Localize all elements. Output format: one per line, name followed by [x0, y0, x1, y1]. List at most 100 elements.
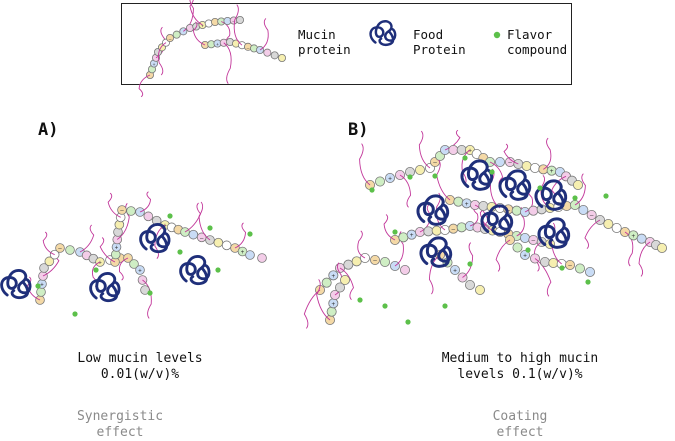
mucin-bead [575, 263, 586, 274]
mucin-bead [611, 222, 622, 233]
mucin-bead [135, 265, 145, 275]
mucin-bead [321, 277, 332, 288]
mucin-bead [334, 282, 345, 293]
mucin-bead [528, 205, 539, 216]
flavor-compound-dot [369, 187, 375, 193]
glycan-strand [339, 267, 354, 300]
glycan-strand [107, 192, 121, 218]
glycan-strand [316, 279, 331, 321]
charge-sign: – [247, 46, 250, 51]
flavor-compound-dot [585, 279, 591, 285]
glycan-strand [436, 159, 451, 201]
food-protein-icon [480, 204, 514, 236]
mucin-bead [257, 253, 267, 263]
glycan-strand [192, 21, 206, 46]
flavor-dot-icon [493, 31, 501, 39]
flavor-compound-dot [442, 303, 448, 309]
panel-a-caption: Low mucin levels 0.01(w/v)% [20, 351, 260, 383]
food-protein-icon [89, 272, 121, 303]
charge-sign: – [508, 160, 512, 167]
panel-a-caption-line1: Low mucin levels [77, 351, 203, 366]
flavor-compound-dot [537, 185, 543, 191]
mucin-bead [270, 51, 279, 60]
flavor-compound-dot [72, 311, 78, 317]
mucin-bead [398, 232, 409, 243]
glycan-strand [259, 18, 269, 51]
mucin-bead [456, 222, 467, 233]
glycan-strand [418, 130, 431, 169]
mucin-bead [277, 54, 286, 63]
flavor-compound-dot [382, 303, 388, 309]
mucin-chain-icon: +–+–+– [138, 0, 286, 98]
flavor-compound-dot [603, 193, 609, 199]
mucin-bead [431, 225, 442, 236]
glycan-strand [233, 4, 243, 46]
glycan-strand [157, 42, 167, 76]
mucin-bead [126, 206, 136, 216]
glycan-strand [357, 230, 366, 259]
flavor-compound-dot [407, 174, 413, 180]
mucin-bead [326, 306, 337, 317]
glycan-strand [142, 279, 152, 319]
charge-sign: + [523, 253, 527, 260]
mucin-bead [221, 240, 232, 251]
glycan-strand [234, 222, 246, 249]
mucin-bead [512, 242, 523, 253]
charge-sign: – [507, 207, 511, 214]
glycan-strand [118, 257, 129, 281]
glycan-strand [584, 219, 601, 249]
panel-b-label: B) [348, 120, 369, 140]
charge-sign: – [120, 209, 124, 215]
mucin-bead [55, 243, 65, 253]
mucin-bead [521, 160, 532, 171]
flavor-compound-dot [35, 283, 41, 289]
flavor-compound-dot [467, 261, 473, 267]
mucin-bead [603, 218, 614, 229]
mucin-bead [44, 256, 55, 267]
food-protein-icon [369, 20, 397, 47]
mucin-bead [449, 264, 460, 275]
protein-coil [460, 159, 494, 191]
panel-a-caption-line2: 0.01(w/v)% [100, 367, 180, 382]
flavor-compound-dot [93, 267, 99, 273]
food-protein-icon [534, 179, 568, 211]
mucin-bead [379, 256, 390, 267]
mucin-bead [414, 164, 425, 175]
protein-coil [537, 217, 571, 249]
charge-sign: – [232, 20, 235, 25]
mucin-bead [263, 48, 272, 57]
protein-coil [179, 255, 211, 286]
glycan-strand [99, 237, 116, 263]
charge-sign: + [98, 261, 102, 267]
charge-sign: + [410, 232, 414, 239]
mucin-bead [39, 263, 49, 273]
charge-sign: – [532, 238, 536, 245]
charge-sign: – [200, 236, 204, 242]
charge-sign: + [465, 201, 469, 208]
glycan-strand [383, 214, 396, 241]
mucin-bead [540, 256, 551, 267]
flavor-compound-dot [215, 267, 221, 273]
glycan-strand [359, 143, 371, 186]
protein-coil [0, 269, 32, 300]
mucin-bead [464, 279, 475, 290]
mucin-bead [339, 274, 350, 285]
protein-coil [498, 169, 532, 201]
mucin-bead [423, 226, 434, 237]
food-protein-icon [369, 20, 397, 47]
flavor-compound-dot [207, 225, 213, 231]
food-protein-icon [139, 223, 171, 254]
charge-sign: + [453, 268, 457, 275]
glycan-strand [116, 203, 130, 240]
mucin-bead [511, 205, 522, 216]
flavor-compound-dot [572, 195, 578, 201]
mucin-bead [188, 229, 199, 240]
mucin-bead [565, 259, 576, 270]
charge-sign: – [58, 247, 62, 253]
mucin-bead [585, 266, 596, 277]
mucin-bead [520, 232, 531, 243]
panel-b-effect-line2: effect [496, 425, 544, 440]
mucin-bead [628, 230, 639, 241]
panel-a-effect-line2: effect [96, 425, 144, 440]
glycan-strand [428, 254, 441, 295]
